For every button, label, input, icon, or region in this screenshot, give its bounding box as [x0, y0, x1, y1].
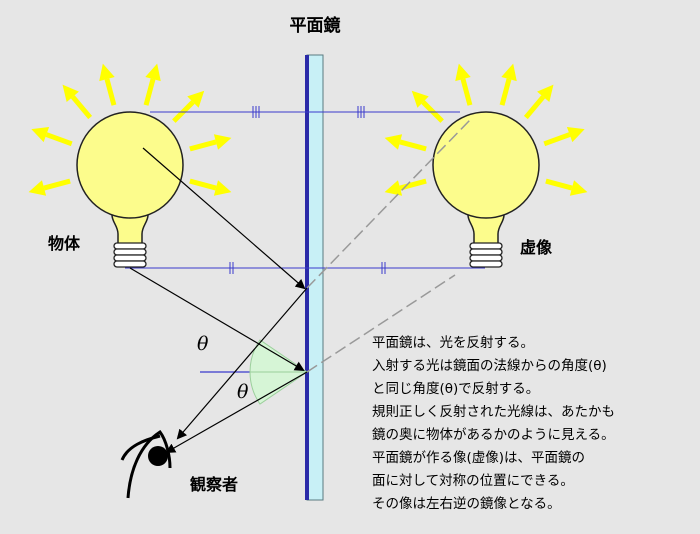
reflection-angle-label: θ: [237, 381, 249, 403]
observer-label: 観察者: [190, 475, 238, 494]
light-ray-arrow: [384, 178, 427, 196]
explanation-line: 規則正しく反射された光線は、あたかも: [372, 404, 615, 420]
light-ray-arrow: [28, 178, 71, 196]
image-light-rays: [384, 63, 588, 196]
explanation-line: その像は左右逆の鏡像となる。: [372, 496, 561, 512]
explanation-line: 平面鏡は、光を反射する。: [372, 335, 534, 351]
explanation-line: 入射する光は鏡面の法線からの角度(θ): [372, 358, 607, 374]
explanation-line: 鏡の奥に物体があるかのように見える。: [372, 427, 615, 443]
light-ray-arrow: [143, 63, 161, 106]
mirror-label: 平面鏡: [290, 15, 341, 36]
light-ray-arrow: [99, 63, 117, 106]
virtual-image-label: 虚像: [520, 238, 553, 257]
incident-ray-lower: [129, 267, 305, 372]
incidence-angle-label: θ: [197, 333, 209, 355]
lightbulb-virtual-image-icon: [432, 111, 540, 268]
explanation-line: と同じ角度(θ)で反射する。: [372, 381, 540, 397]
explanation-text: 平面鏡は、光を反射する。 入射する光は鏡面の法線からの角度(θ) と同じ角度(θ…: [372, 332, 698, 516]
light-ray-arrow: [384, 134, 427, 152]
light-ray-arrow: [499, 63, 517, 106]
light-ray-arrow: [62, 84, 93, 120]
virtual-ray-upper: [306, 119, 471, 289]
object-light-rays: [28, 63, 232, 196]
light-ray-arrow: [411, 90, 444, 123]
eye-icon: [120, 429, 172, 499]
reflected-ray-lower: [165, 371, 308, 453]
explanation-line: 平面鏡が作る像(虚像)は、平面鏡の: [372, 450, 586, 466]
virtual-ray-lower: [306, 274, 456, 373]
object-label: 物体: [48, 234, 81, 253]
light-ray-arrow: [189, 178, 232, 196]
light-ray-arrow: [31, 127, 73, 147]
light-ray-arrow: [523, 84, 554, 120]
light-ray-arrow: [545, 178, 588, 196]
light-ray-arrow: [172, 90, 205, 123]
light-ray-arrow: [189, 134, 232, 152]
mirror-glass: [306, 54, 324, 501]
incident-ray-upper: [142, 147, 306, 290]
reflected-ray-upper: [176, 287, 308, 440]
equal-distance-ticks: [229, 106, 386, 274]
light-ray-arrow: [543, 127, 585, 147]
explanation-line: 面に対して対称の位置にできる。: [372, 473, 574, 489]
light-ray-arrow: [455, 63, 473, 106]
lightbulb-object-icon: [76, 111, 184, 268]
